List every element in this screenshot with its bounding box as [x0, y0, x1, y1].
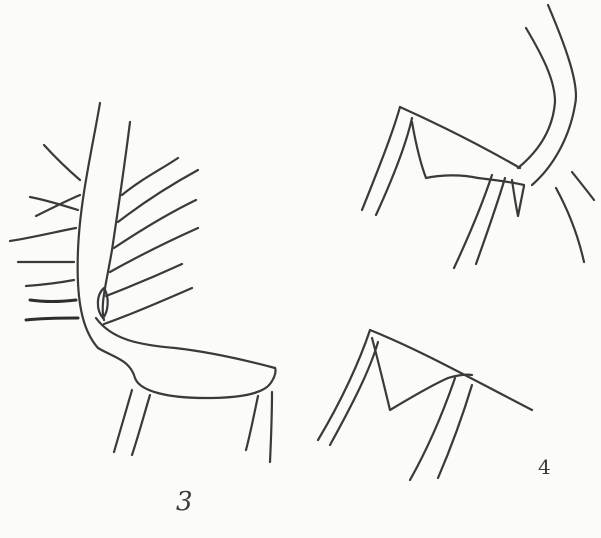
fig3-seta — [30, 300, 76, 302]
fig4l-body-left — [318, 330, 370, 440]
fig3-seta — [104, 288, 192, 324]
fig4u-body-top — [400, 107, 520, 168]
fig4l-notch — [372, 338, 448, 410]
fig3-seta — [44, 145, 80, 180]
fig4l-body-top — [370, 330, 532, 410]
fig3-seta — [36, 195, 80, 216]
figure-3-label: 3 — [176, 487, 193, 517]
fig3-seta — [26, 280, 74, 286]
fig4l-body-left-inner — [330, 342, 378, 445]
figure-3-drawing — [10, 103, 275, 462]
fig3-leg-right-a — [246, 396, 258, 450]
fig4u-leg-b — [476, 178, 505, 264]
fig3-leg-right-b — [270, 392, 272, 462]
fig4u-body-bottom — [478, 178, 524, 185]
figure-4-lower-drawing — [318, 330, 532, 480]
fig4u-appendage-inner — [518, 28, 555, 168]
fig4u-notch — [412, 122, 478, 178]
fig4u-stroke-right-b — [572, 172, 594, 200]
fig4u-body-left — [362, 107, 400, 210]
fig3-seta — [122, 158, 178, 195]
figure-4-label: 4 — [538, 455, 551, 479]
fig3-seta — [110, 228, 198, 272]
fig4u-body-left-inner — [376, 118, 412, 215]
fig3-seta — [118, 170, 198, 222]
fig3-leg-left-a — [114, 390, 132, 452]
fig3-leg-left-b — [132, 395, 150, 455]
fig4l-leg-b — [438, 385, 472, 478]
fig3-seta — [26, 318, 78, 320]
fig3-basal-lower — [98, 348, 275, 398]
figure-4-upper-drawing — [362, 5, 594, 268]
fig3-shaft-left — [78, 103, 100, 348]
fig3-seta — [10, 228, 76, 241]
fig4u-leg-a — [454, 175, 492, 268]
fig3-shaft-right — [103, 122, 130, 320]
fig4u-stroke-right-a — [556, 188, 584, 262]
fig3-seta — [114, 200, 196, 248]
